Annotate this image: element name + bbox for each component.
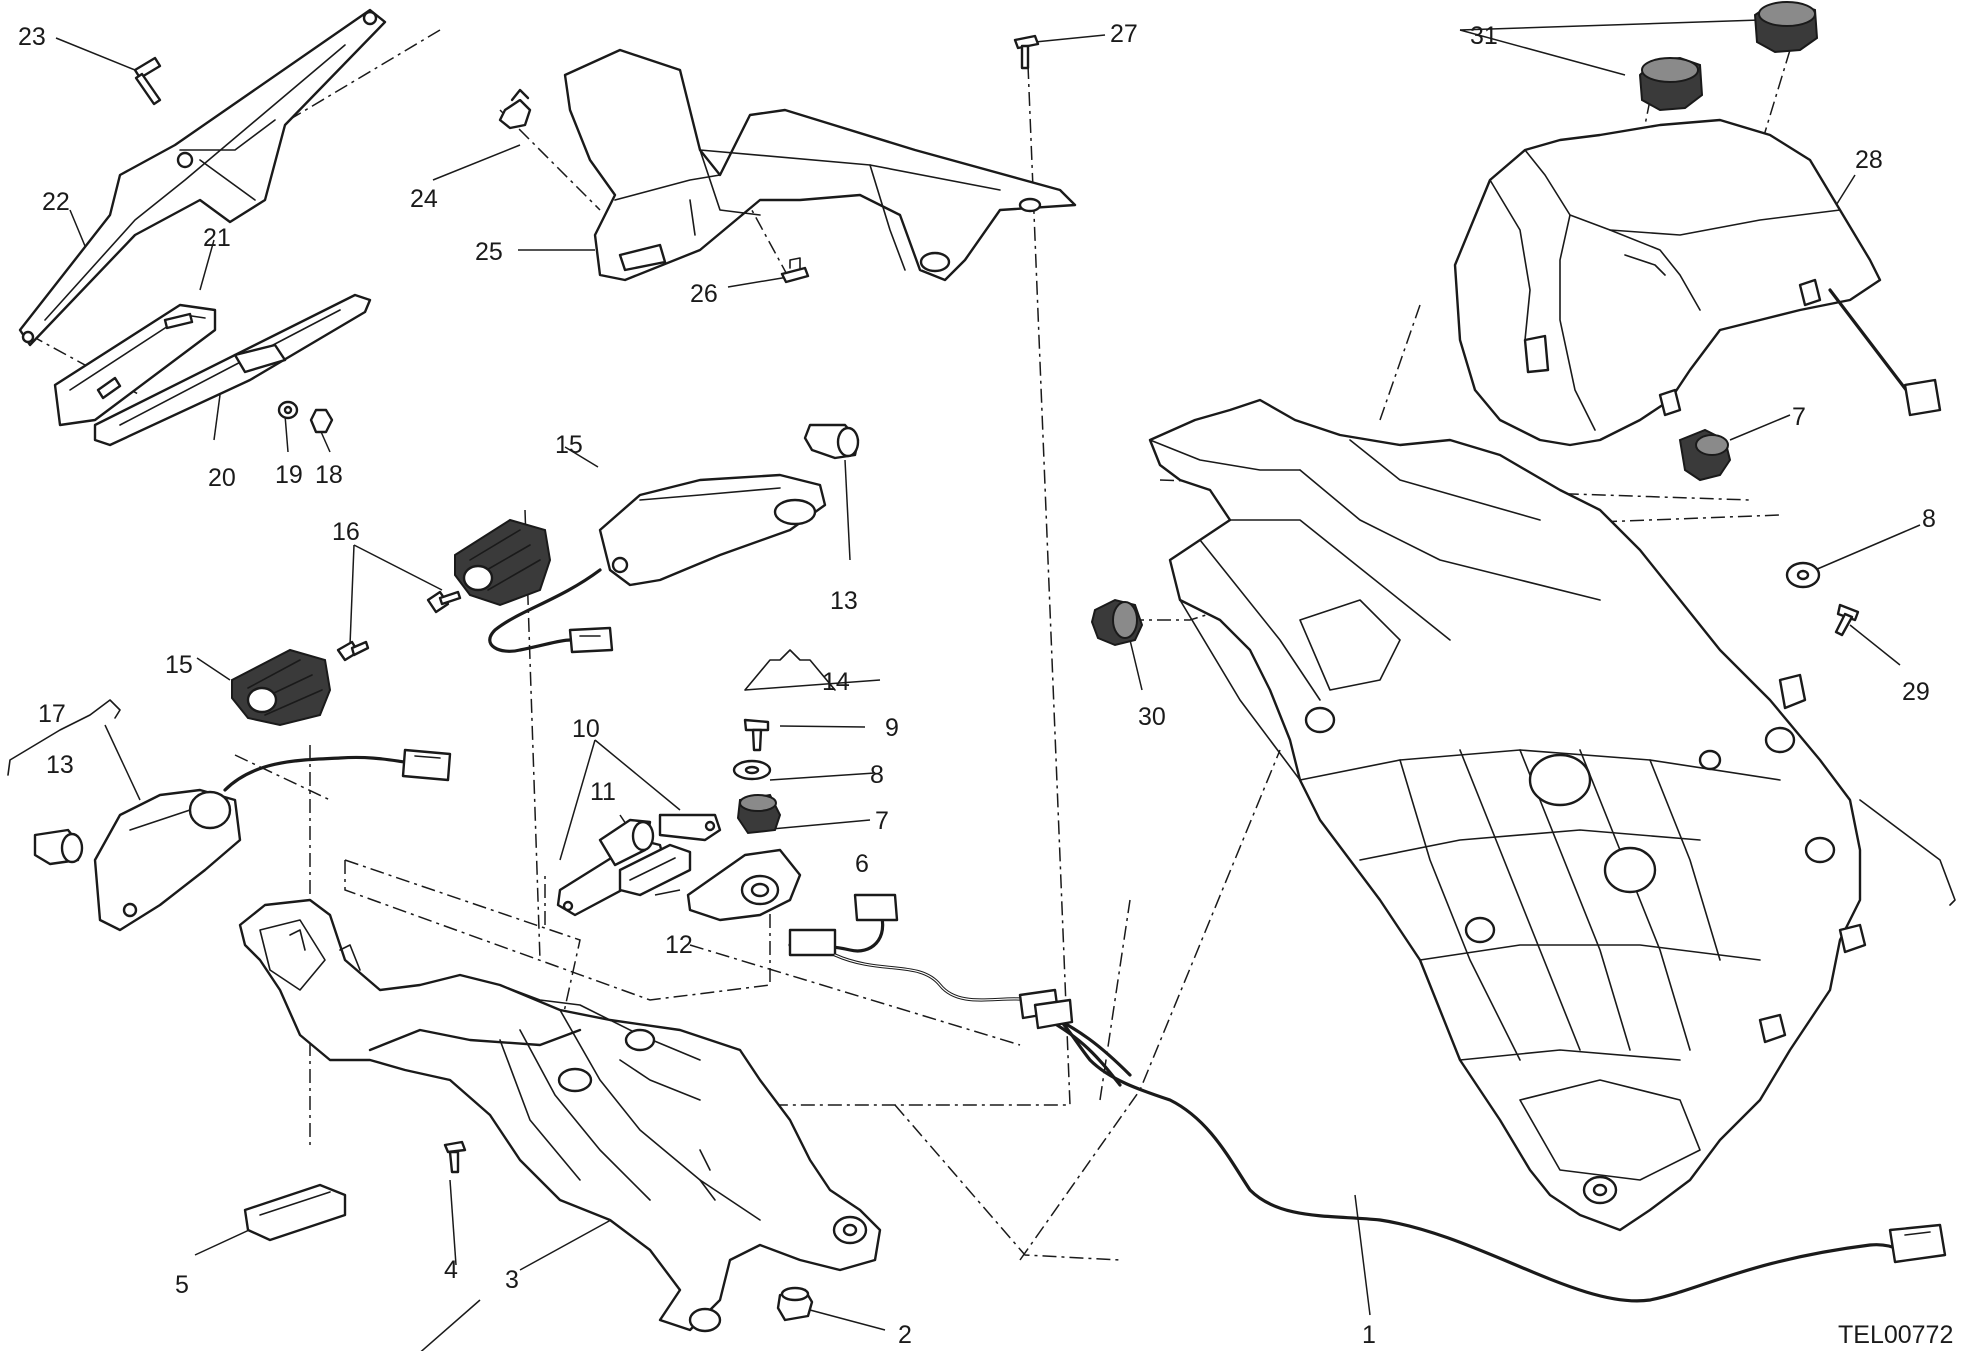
callout-9: 9: [885, 714, 899, 742]
callout-2: 2: [898, 1321, 912, 1349]
callout-25: 25: [475, 238, 503, 266]
washer-8-center: [732, 759, 772, 781]
callout-6: 6: [855, 850, 869, 878]
bracket-6: [686, 848, 802, 922]
callout-1: 1: [1362, 1321, 1376, 1349]
rear-subframe: [1148, 398, 1956, 1232]
screw-27: [1013, 34, 1040, 70]
screw-23: [133, 56, 162, 106]
group-bracket-17: [7, 699, 121, 776]
rear-mudguard-3: [238, 898, 882, 1333]
indicator-17: [93, 788, 242, 932]
screw-16-top: [426, 590, 462, 614]
group-bracket-14: [744, 649, 836, 691]
grommet-7-center: [736, 793, 782, 835]
callout-10: 10: [572, 715, 600, 743]
callout-13-top: 13: [830, 587, 858, 615]
callout-18: 18: [315, 461, 343, 489]
clip-24: [498, 88, 532, 130]
callout-14: 14: [822, 668, 850, 696]
tail-cover-25: [563, 48, 1077, 282]
washer-19: [277, 400, 299, 420]
callout-7-right: 7: [1792, 403, 1806, 431]
clip-26: [780, 257, 810, 284]
plate-holder-20: [93, 293, 372, 447]
callout-31: 31: [1470, 22, 1498, 50]
callout-13-left: 13: [46, 751, 74, 779]
bulb-13-left: [33, 828, 84, 866]
wire-rear-indicator: [223, 748, 452, 792]
callout-26: 26: [690, 280, 718, 308]
tail-light-28: [1453, 118, 1942, 447]
screw-29: [1834, 603, 1860, 637]
bulb-13-top: [803, 423, 860, 460]
bracket-12: [618, 843, 692, 897]
cap-31-right: [1753, 1, 1819, 54]
cover-5: [243, 1183, 347, 1242]
cap-31-left: [1638, 56, 1704, 112]
grommet-15-bottom: [231, 648, 332, 727]
callout-15-top: 15: [555, 431, 583, 459]
callout-22: 22: [42, 188, 70, 216]
grommet-30: [1090, 598, 1144, 647]
callout-labels: 23 22 21 20 19 18 24 25 26 27 31 28 7 8 …: [18, 20, 1953, 1349]
callout-21: 21: [203, 224, 231, 252]
callout-16: 16: [332, 518, 360, 546]
indicator-14: [598, 473, 827, 587]
drawing-code: TEL00772: [1838, 1321, 1953, 1349]
screw-4: [443, 1140, 467, 1174]
screw-16-bottom: [336, 640, 370, 662]
callout-30: 30: [1138, 703, 1166, 731]
bolt-2: [776, 1286, 814, 1322]
callout-7-center: 7: [875, 807, 889, 835]
callout-8-center: 8: [870, 761, 884, 789]
callout-29: 29: [1902, 678, 1930, 706]
callout-23: 23: [18, 23, 46, 51]
washer-8-right: [1785, 561, 1821, 589]
callout-28: 28: [1855, 146, 1883, 174]
callout-3: 3: [505, 1266, 519, 1294]
callout-4: 4: [444, 1256, 458, 1284]
grommet-15-top: [454, 518, 552, 607]
grommet-7-right: [1678, 428, 1732, 482]
callout-15-bottom: 15: [165, 651, 193, 679]
nut-18: [309, 408, 334, 434]
callout-8-right: 8: [1922, 505, 1936, 533]
leader-lines: [55, 19, 1921, 1351]
callout-24: 24: [410, 185, 438, 213]
screw-9: [743, 718, 770, 752]
wire-front-indicator: [488, 568, 614, 654]
connector-11: [598, 818, 655, 867]
callout-12: 12: [665, 931, 693, 959]
callout-11: 11: [590, 778, 616, 806]
wiring-harness-1: [788, 893, 1947, 1303]
callout-19: 19: [275, 461, 303, 489]
plate-holder-bracket: [18, 8, 387, 347]
callout-5: 5: [175, 1271, 189, 1299]
callout-17: 17: [38, 700, 66, 728]
plate-light-21: [53, 303, 217, 427]
callout-20: 20: [208, 464, 236, 492]
callout-27: 27: [1110, 20, 1138, 48]
